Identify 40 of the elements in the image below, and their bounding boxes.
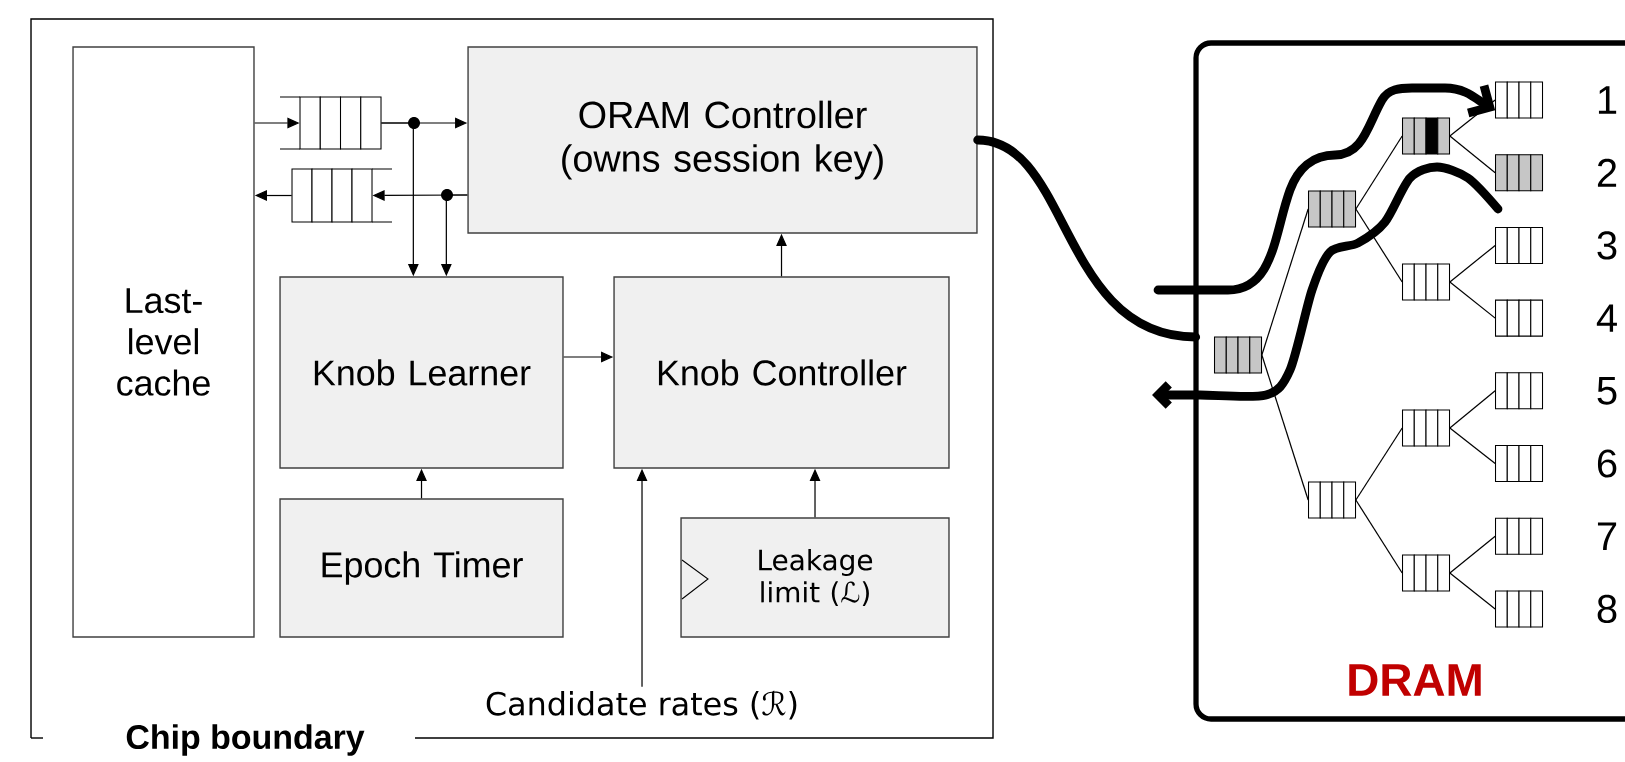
leaf-number: 3	[1597, 231, 1617, 260]
module-box: ORAM Controller (owns session key)	[467, 46, 978, 234]
leaf-number: 8	[1597, 594, 1617, 623]
module-box: Epoch Timer	[279, 498, 564, 638]
module-box: Knob Learner	[279, 276, 564, 469]
bucket-box	[1402, 554, 1451, 592]
tree-line	[1355, 208, 1403, 283]
connector-line	[973, 135, 1201, 342]
tree-line	[1449, 244, 1496, 283]
leaf-number: 6	[1597, 449, 1617, 478]
tree-line	[1355, 135, 1403, 210]
tree-line	[1449, 281, 1496, 319]
tree-line	[1449, 427, 1496, 465]
bucket-box	[1402, 409, 1451, 447]
leaf-number: 5	[1597, 376, 1617, 405]
tree-line	[1355, 427, 1403, 501]
leaf-number: 7	[1597, 522, 1617, 550]
tree-line	[1449, 135, 1496, 174]
tree-line	[1449, 535, 1496, 574]
tree-line	[1449, 390, 1496, 429]
tree-line	[1261, 354, 1309, 501]
module-box: Leakage limit (ℒ)	[680, 517, 950, 638]
tree-line	[1355, 499, 1403, 574]
leaf-number: 1	[1598, 86, 1617, 114]
bucket-box	[1308, 481, 1357, 519]
tree-line	[1261, 208, 1309, 356]
tree-line	[1449, 572, 1496, 610]
bucket-box	[1214, 336, 1263, 374]
queue-drawing	[291, 168, 393, 223]
leaf-number: 2	[1597, 158, 1617, 187]
bucket-box	[1308, 190, 1357, 228]
arrow	[1153, 83, 1496, 295]
tree-line	[1449, 99, 1496, 137]
queue-drawing	[279, 96, 382, 150]
bucket-box	[1402, 263, 1451, 301]
module-box: Knob Controller	[613, 276, 950, 469]
module-box: Last-level cache	[72, 46, 255, 638]
input-label: Candidate rates (ℛ)	[486, 690, 797, 720]
leaf-number: 4	[1596, 304, 1617, 332]
bucket-box	[1402, 117, 1451, 155]
